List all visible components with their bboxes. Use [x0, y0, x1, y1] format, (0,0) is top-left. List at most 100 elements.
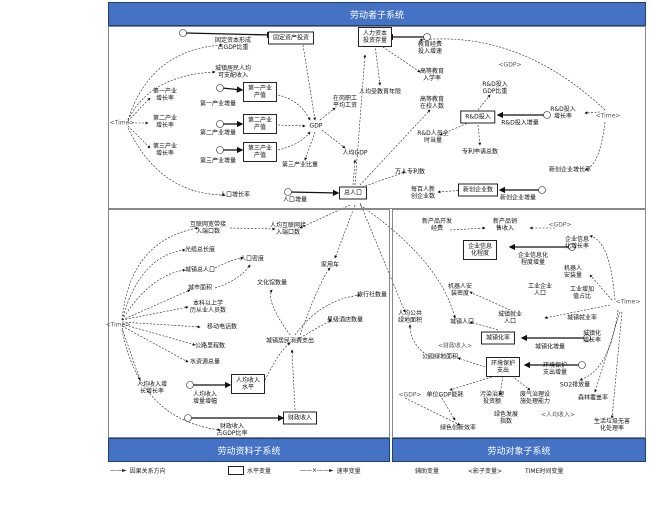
legend-label: 速率变量: [336, 468, 361, 475]
auxiliary-variable: 城镇化 增长率: [582, 330, 602, 344]
shadow-variable: <Time>: [109, 119, 135, 127]
auxiliary-variable: 财政收入 占GDP比率: [216, 423, 248, 437]
level-variable: 环境保护 支出: [485, 357, 521, 377]
shadow-variable: <GDP>: [398, 391, 422, 399]
auxiliary-variable: 工业增加 值占比: [569, 286, 595, 300]
auxiliary-variable: 高等教育 在校人数: [419, 96, 445, 110]
auxiliary-variable: 人均收入 增量增幅: [192, 391, 218, 405]
labor-subsystem-banner: 劳动者子系统: [108, 2, 646, 26]
auxiliary-variable: GDP: [309, 122, 323, 130]
legend-level: 水平变量: [228, 466, 271, 475]
valve-arrow-icon: ——⨯——►: [300, 467, 334, 474]
level-variable: 新创企业数: [457, 183, 499, 197]
auxiliary-variable: 第二产业 增长率: [152, 115, 178, 129]
auxiliary-variable: 第三产业增量: [199, 157, 237, 165]
auxiliary-variable: 绿色创新效率: [439, 424, 477, 432]
auxiliary-variable: 第三产业 增长率: [152, 143, 178, 157]
object-subsystem-banner: 劳动对象子系统: [392, 438, 646, 462]
auxiliary-variable: 在岗职工 平均工资: [332, 95, 358, 109]
auxiliary-variable: 人口增长率: [219, 191, 251, 199]
auxiliary-variable: 城镇居民人均 可支配收入: [214, 65, 252, 79]
auxiliary-variable: 第一产业 增长率: [152, 88, 178, 102]
auxiliary-variable: 人均GDP: [342, 149, 368, 157]
auxiliary-variable: 企业信息化 程度增量: [517, 252, 549, 266]
box-icon: [228, 466, 244, 475]
auxiliary-variable: 机器人 安装量: [563, 265, 583, 279]
auxiliary-variable: 人均受教育年限: [358, 88, 402, 96]
auxiliary-variable: R&D投入 GDP比重: [482, 81, 508, 95]
auxiliary-variable: 互联网宽带接 入端口数: [189, 221, 227, 235]
auxiliary-variable: 城镇就业率: [566, 314, 598, 322]
auxiliary-variable: R&D投入 增长率: [550, 106, 576, 120]
legend-label: 辅助变量: [415, 468, 440, 475]
auxiliary-variable: 废气治理设 施处理能力: [519, 391, 551, 405]
shadow-variable: <GDP>: [498, 61, 522, 69]
auxiliary-variable: 新创企业增量: [499, 194, 537, 202]
auxiliary-variable: 绿色发展 指数: [493, 411, 519, 425]
auxiliary-variable: 生活垃圾无害 化处理率: [593, 418, 631, 432]
auxiliary-variable: 城市面积: [187, 284, 213, 292]
auxiliary-variable: 家用车: [320, 261, 340, 269]
level-variable: 人均收入 水平: [230, 374, 266, 394]
shadow-variable: <GDP>: [548, 221, 572, 229]
auxiliary-variable: 水资源总量: [189, 358, 221, 366]
auxiliary-variable: 公路里程数: [194, 342, 226, 350]
means-subsystem-banner: 劳动资料子系统: [108, 438, 390, 462]
object-subsystem-panel: [392, 209, 646, 438]
auxiliary-variable: 人均收入增 长增长率: [136, 381, 168, 395]
legend-rate: ——⨯——►速率变量: [300, 466, 361, 475]
auxiliary-variable: 单位GDP能耗: [426, 391, 464, 399]
auxiliary-variable: 城镇化增量: [534, 343, 566, 351]
auxiliary-variable: 新产品销 售收入: [492, 218, 518, 232]
legend-causal: ——►因果关系方向: [110, 466, 166, 475]
level-variable: 人力资本 投资存量: [357, 27, 393, 47]
legend-shadow: <影子变量>: [468, 466, 502, 475]
auxiliary-variable: 城镇总人口: [184, 266, 216, 274]
auxiliary-variable: 人口增量: [282, 196, 308, 204]
level-variable: 总人口: [338, 186, 368, 200]
auxiliary-variable: 污染治理 投资额: [479, 391, 505, 405]
auxiliary-variable: 专利申请总数: [461, 148, 499, 156]
auxiliary-variable: 本科以上学 历从业人员数: [189, 300, 227, 314]
shadow-variable: <Time>: [615, 298, 641, 306]
auxiliary-variable: 人均公共 绿地面积: [397, 310, 423, 324]
auxiliary-variable: 文化馆数量: [256, 279, 288, 287]
level-variable: 固定资产投资: [267, 31, 315, 45]
shadow-variable: <财政收入>: [437, 342, 473, 350]
auxiliary-variable: 教育经费 投入增速: [417, 41, 443, 55]
auxiliary-variable: 第二产业增量: [199, 129, 237, 137]
auxiliary-variable: 第三产业比重: [281, 161, 319, 169]
legend-label: 水平变量: [247, 468, 272, 475]
auxiliary-variable: 光缆总长度: [184, 246, 216, 254]
level-variable: 企业信息 化程度: [462, 240, 498, 260]
auxiliary-variable: 人均互联网接 入端口数: [269, 222, 307, 236]
auxiliary-variable: 环境保护 支出增量: [542, 362, 568, 376]
auxiliary-variable: 万人专利数: [394, 168, 426, 176]
auxiliary-variable: 机器人安 装密度: [447, 283, 473, 297]
legend-label: TIME时间变量: [525, 468, 564, 475]
auxiliary-variable: 新产品开发 经费: [421, 218, 453, 232]
auxiliary-variable: R&D人员全 时当量: [417, 130, 449, 144]
arrow-icon: ——►: [110, 467, 127, 474]
auxiliary-variable: 城镇就业 人口: [497, 311, 523, 325]
legend-aux: 辅助变量: [415, 466, 439, 475]
auxiliary-variable: 旅行社数量: [356, 291, 388, 299]
auxiliary-variable: 固定资本形成 占GDP比重: [214, 37, 252, 51]
shadow-variable: <人均收入>: [540, 411, 576, 419]
auxiliary-variable: 工业企业 人口: [527, 283, 553, 297]
shadow-variable: <Time>: [105, 321, 131, 329]
auxiliary-variable: R&D投入增量: [501, 119, 539, 127]
level-variable: R&D投入: [460, 110, 496, 124]
labor-subsystem-panel: [108, 26, 646, 209]
auxiliary-variable: SO2排放量: [559, 381, 591, 389]
means-subsystem-panel: [108, 209, 390, 438]
auxiliary-variable: 第一产业增量: [199, 100, 237, 108]
auxiliary-variable: 星级酒店数量: [326, 316, 364, 324]
level-variable: 第三产业 产值: [242, 142, 278, 162]
level-variable: 城镇化率: [480, 331, 516, 345]
auxiliary-variable: 新创企业增长率: [548, 166, 592, 174]
auxiliary-variable: 城镇居民消费支出: [265, 337, 315, 345]
auxiliary-variable: 公园绿地面积: [421, 353, 459, 361]
